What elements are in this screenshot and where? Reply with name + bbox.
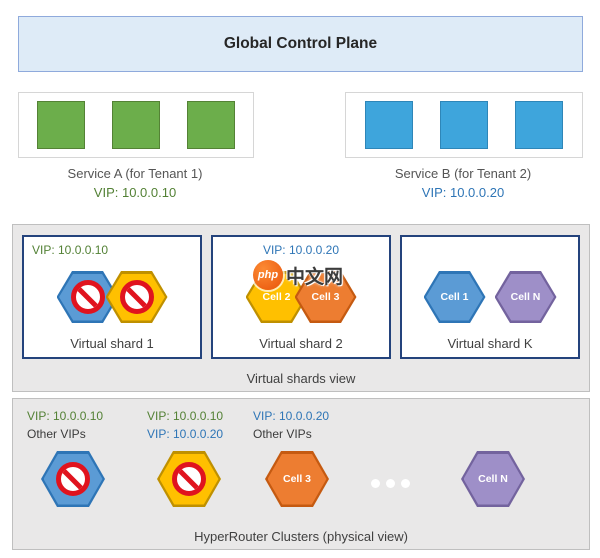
router-2-vip-group: VIP: 10.0.0.10 VIP: 10.0.0.20	[147, 407, 223, 443]
router-1-vip-1: VIP: 10.0.0.10	[27, 409, 104, 423]
router-3-vip-group: VIP: 10.0.0.20 Other VIPs	[253, 407, 329, 443]
router-hexagon: Cell 3	[265, 451, 329, 507]
hexagon-fill: Cell 1	[426, 273, 483, 321]
cell-label: Cell N	[510, 290, 541, 303]
router-3-vip-2: Other VIPs	[253, 427, 312, 441]
service-a-name: Service A (for Tenant 1)	[67, 166, 203, 181]
service-b-instance-square	[440, 101, 488, 149]
no-entry-icon	[119, 280, 154, 314]
virtual-shards-panel: VIP: 10.0.0.10 Virtual shard 1 VIP: 10.0…	[12, 224, 590, 392]
router-1-vip-2: Other VIPs	[27, 427, 86, 441]
cell-label: Cell 2	[262, 290, 291, 303]
service-a-instance-square	[187, 101, 235, 149]
cell-label: Cell N	[478, 472, 508, 485]
global-control-plane-box: Global Control Plane	[18, 16, 583, 72]
service-a-box	[18, 92, 254, 158]
cell-hexagon: Cell 3	[294, 271, 357, 323]
service-b-box	[345, 92, 583, 158]
dot	[386, 479, 395, 488]
router-1-vip-group: VIP: 10.0.0.10 Other VIPs	[27, 407, 103, 443]
no-entry-icon	[70, 280, 105, 314]
service-a-caption: Service A (for Tenant 1) VIP: 10.0.0.10	[18, 164, 252, 202]
virtual-shard-2-box: VIP: 10.0.0.20 Cell 2 Cell 3 Virtual sha…	[211, 235, 391, 359]
virtual-shard-k-vip	[410, 242, 570, 259]
cell-label: Cell 3	[282, 472, 311, 485]
router-2-vip-1: VIP: 10.0.0.10	[147, 409, 224, 423]
virtual-shard-1-cells	[32, 259, 192, 335]
virtual-shard-k-label: Virtual shard K	[447, 336, 533, 351]
router-hexagon-unavailable	[157, 451, 221, 507]
ellipsis-dots-icon	[371, 479, 410, 488]
virtual-shard-1-box: VIP: 10.0.0.10 Virtual shard 1	[22, 235, 202, 359]
dot	[371, 479, 380, 488]
cell-label: Cell 1	[440, 290, 469, 303]
router-2-vip-2: VIP: 10.0.0.20	[147, 427, 224, 441]
virtual-shard-1-vip: VIP: 10.0.0.10	[32, 243, 109, 257]
cell-hexagon-unavailable	[105, 271, 168, 323]
cell-hexagon: Cell N	[494, 271, 557, 323]
service-b-instance-square	[365, 101, 413, 149]
watermark-text: 中文网	[286, 266, 344, 288]
no-entry-icon	[172, 462, 206, 496]
router-hexagon-unavailable	[41, 451, 105, 507]
router-hexagon: Cell N	[461, 451, 525, 507]
virtual-shard-1-label: Virtual shard 1	[70, 336, 154, 351]
virtual-shard-2-label: Virtual shard 2	[259, 336, 343, 351]
virtual-shards-caption: Virtual shards view	[246, 371, 356, 386]
service-a-instance-square	[112, 101, 160, 149]
router-3-vip-1: VIP: 10.0.0.20	[253, 409, 330, 423]
watermark: php 中文网	[253, 260, 343, 290]
virtual-shard-2-vip: VIP: 10.0.0.20	[262, 243, 340, 257]
physical-caption: HyperRouter Clusters (physical view)	[194, 529, 408, 544]
hexagon-fill: Cell 3	[267, 453, 327, 505]
hexagon-fill: Cell N	[497, 273, 554, 321]
virtual-shard-k-box: Cell 1 Cell N Virtual shard K	[400, 235, 580, 359]
service-b-instance-square	[515, 101, 563, 149]
dot	[401, 479, 410, 488]
physical-panel: VIP: 10.0.0.10 Other VIPs VIP: 10.0.0.10…	[12, 398, 590, 550]
no-entry-icon	[56, 462, 90, 496]
cell-hexagon: Cell 1	[423, 271, 486, 323]
service-b-vip: VIP: 10.0.0.20	[421, 185, 505, 200]
php-logo-badge: php	[253, 260, 283, 290]
service-a-instance-square	[37, 101, 85, 149]
global-control-plane-label: Global Control Plane	[223, 35, 378, 52]
cell-label: Cell 3	[311, 290, 340, 303]
hexagon-fill: Cell 3	[297, 273, 354, 321]
service-a-vip: VIP: 10.0.0.10	[93, 185, 177, 200]
service-b-name: Service B (for Tenant 2)	[394, 166, 532, 181]
virtual-shard-k-cells: Cell 1 Cell N	[410, 259, 570, 335]
service-b-caption: Service B (for Tenant 2) VIP: 10.0.0.20	[345, 164, 581, 202]
